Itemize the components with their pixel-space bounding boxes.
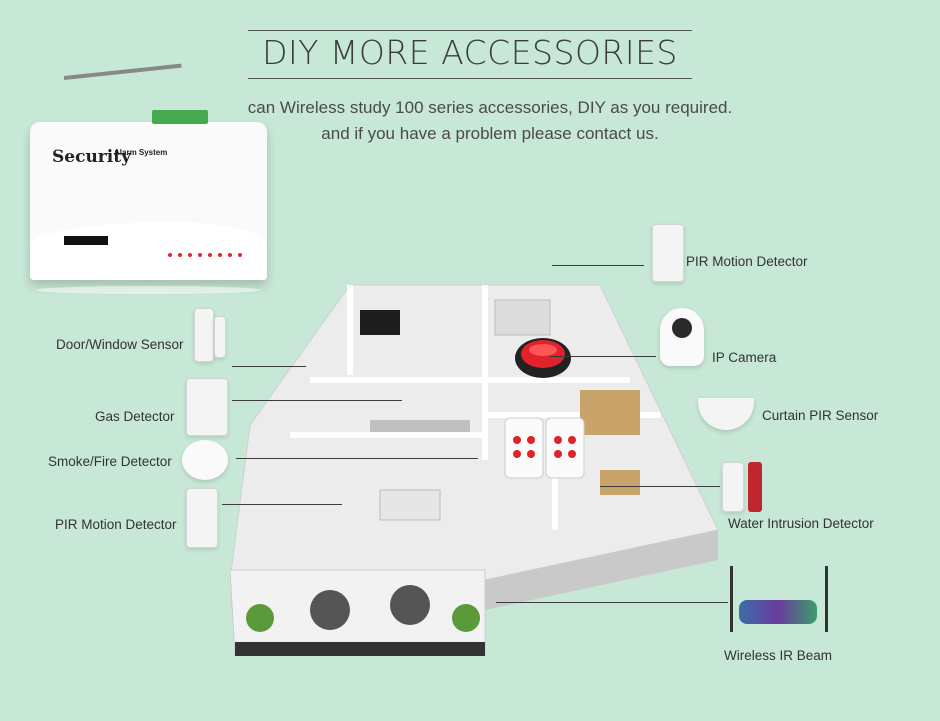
header: DIY MORE ACCESSORIES [0, 30, 940, 79]
house-illustration [230, 284, 719, 656]
panel-reflection [36, 286, 261, 294]
ir-beam-device [730, 566, 828, 632]
panel-brand-sub: Alarm System [114, 148, 168, 157]
panel-lcd [64, 236, 108, 245]
pir-motion-detector-device-top [652, 224, 684, 282]
label-ip-camera: IP Camera [712, 350, 777, 365]
alarm-panel-front [30, 222, 267, 280]
pointer-line-pir-top [552, 265, 644, 266]
label-door-window-sensor: Door/Window Sensor [56, 337, 184, 352]
label-wireless-ir-beam: Wireless IR Beam [724, 648, 833, 663]
pointer-line-gas [232, 400, 402, 401]
door-window-sensor-device [194, 308, 214, 362]
smoke-fire-detector-device [182, 440, 228, 480]
page-title: DIY MORE ACCESSORIES [248, 30, 692, 79]
door-window-magnet [214, 316, 226, 358]
pir-motion-detector-device-left [186, 488, 218, 548]
panel-brand: Security [52, 147, 131, 167]
label-smoke-fire-detector: Smoke/Fire Detector [48, 454, 172, 469]
pointer-line-door [232, 366, 306, 367]
label-curtain-pir-sensor: Curtain PIR Sensor [762, 408, 879, 423]
camera-lens-icon [672, 318, 692, 338]
pointer-line-smoke [236, 458, 478, 459]
water-probe-cable [748, 462, 762, 512]
label-water-intrusion-detector: Water Intrusion Detector [728, 516, 874, 531]
subtitle-line-1: can Wireless study 100 series accessorie… [247, 98, 733, 117]
pointer-line-water [600, 486, 720, 487]
terminal-block [152, 110, 208, 124]
label-gas-detector: Gas Detector [95, 409, 175, 424]
water-intrusion-detector-device [722, 462, 744, 512]
pointer-line-ip-camera [550, 356, 656, 357]
subtitle-line-2: and if you have a problem please contact… [321, 124, 659, 143]
panel-leds [168, 244, 248, 262]
label-pir-motion-detector-top: PIR Motion Detector [686, 254, 808, 269]
pointer-line-ir-beam [496, 602, 728, 603]
pointer-line-pir-left [222, 504, 342, 505]
gas-detector-device [186, 378, 228, 436]
label-pir-motion-detector-left: PIR Motion Detector [55, 517, 177, 532]
